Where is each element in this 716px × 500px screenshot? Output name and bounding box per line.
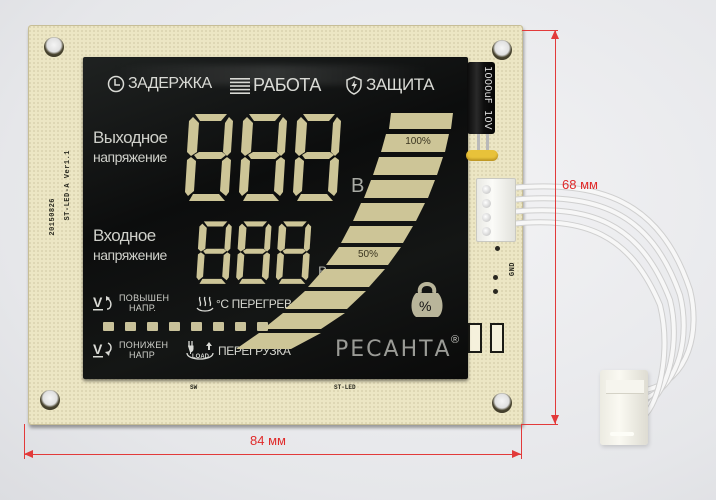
warning-high-voltage-line1: ПОВЫШЕН	[119, 293, 170, 303]
load-label-100: 100%	[405, 136, 431, 147]
warning-high-voltage-label: ПОВЫШЕН НАПР.	[119, 293, 169, 313]
lcd-display: ЗАДЕРЖКА РАБОТА ЗАЩИТА Выходное напряжен…	[83, 57, 468, 379]
connector-pin	[482, 213, 491, 222]
dimension-width-right-tick	[521, 424, 522, 459]
svg-text:%: %	[419, 298, 431, 314]
capacitor-lead	[477, 130, 480, 152]
dimension-width-label: 84 мм	[250, 433, 286, 448]
mounting-hole-top-right	[492, 40, 512, 60]
indicator-delay-label: ЗАДЕРЖКА	[128, 75, 212, 92]
output-voltage-label-line1: Выходное	[93, 128, 168, 147]
indicator-work-label: РАБОТА	[253, 75, 321, 95]
lcd-glare	[113, 65, 433, 85]
dimension-arrow-up-icon	[551, 30, 559, 39]
dimension-height-line	[555, 30, 556, 424]
warning-high-voltage: V ПОВЫШЕН НАПР.	[93, 293, 169, 313]
dimension-height-bottom-tick	[522, 424, 558, 425]
output-voltage-unit: В	[351, 175, 365, 197]
warning-low-voltage-line2: НАПР	[129, 350, 156, 360]
svg-text:LOAD: LOAD	[192, 354, 210, 360]
output-voltage-label: Выходное напряжение	[93, 127, 168, 166]
silkscreen-sw: SW	[190, 384, 198, 391]
heat-icon	[196, 296, 214, 312]
indicator-dot	[125, 322, 136, 331]
connector-pin	[482, 185, 491, 194]
warning-low-voltage-label: ПОНИЖЕН НАПР	[119, 340, 168, 360]
capacitor-label: 1000uF 10V	[469, 66, 493, 130]
voltage-up-icon: V	[93, 294, 112, 311]
mounting-hole-bottom-right	[492, 393, 512, 413]
indicator-work: РАБОТА	[230, 75, 321, 96]
warning-high-voltage-line2: НАПР.	[129, 303, 157, 313]
output-voltage-label-line2: напряжение	[93, 149, 167, 165]
clock-icon	[107, 75, 125, 93]
dimension-arrow-down-icon	[551, 415, 559, 424]
board-wire-connector	[476, 178, 516, 242]
indicator-dot	[147, 322, 158, 331]
capacitor-voltage: 10V	[482, 110, 493, 130]
plug-slot	[610, 432, 634, 436]
connector-pin	[482, 199, 491, 208]
input-voltage-label-line2: напряжение	[93, 247, 167, 263]
indicator-dot	[169, 322, 180, 331]
connector-pin	[482, 227, 491, 236]
input-voltage-label: Входное напряжение	[93, 225, 167, 264]
indicator-dot-row	[103, 322, 268, 331]
dimension-arrow-right-icon	[512, 450, 521, 458]
loose-wire-plug	[600, 370, 648, 445]
brand-logo: РЕСАНТА	[335, 337, 452, 362]
load-plug-icon: LOAD	[186, 341, 214, 360]
via	[493, 289, 498, 294]
indicator-protection-label: ЗАЩИТА	[366, 75, 434, 94]
indicator-protection: ЗАЩИТА	[345, 75, 434, 95]
mounting-hole-top-left	[44, 37, 64, 57]
load-bar-graph: 100% 50%	[83, 57, 468, 379]
dimension-height-label: 68 мм	[562, 177, 598, 192]
warning-low-voltage: V ПОНИЖЕН НАПР	[93, 340, 168, 360]
indicator-dot	[213, 322, 224, 331]
silkscreen-st-led: ST-LED	[334, 384, 356, 391]
dimension-width-line	[24, 454, 521, 455]
indicator-dot	[103, 322, 114, 331]
load-label-50: 50%	[357, 249, 378, 260]
dimension-arrow-left-icon	[24, 450, 33, 458]
via	[493, 275, 498, 280]
ceramic-capacitor	[466, 150, 498, 161]
smd-pad	[490, 323, 504, 353]
dimension-height-top-tick	[522, 30, 558, 31]
svg-text:V: V	[93, 341, 103, 357]
input-voltage-label-line1: Входное	[93, 226, 156, 245]
capacitor-lead	[486, 130, 489, 152]
electrolytic-capacitor	[467, 62, 495, 134]
mounting-hole-bottom-left	[40, 390, 60, 410]
via	[495, 246, 500, 251]
warning-low-voltage-line1: ПОНИЖЕН	[119, 340, 169, 350]
warning-overheat-label: °C ПЕРЕГРЕВ	[216, 297, 292, 311]
smd-pad	[468, 323, 482, 353]
svg-text:V: V	[93, 294, 103, 310]
voltage-down-icon: V	[93, 341, 112, 358]
kettlebell-percent-icon: %	[409, 279, 445, 319]
bars-icon	[230, 77, 250, 94]
warning-overheat: °C ПЕРЕГРЕВ	[195, 295, 292, 313]
indicator-dot	[191, 322, 202, 331]
indicator-dot	[257, 322, 268, 331]
brand-registered-mark: ®	[451, 334, 460, 346]
indicator-dot	[235, 322, 246, 331]
capacitor-capacitance: 1000uF	[482, 66, 493, 104]
plug-latch	[606, 380, 644, 394]
load-bar-segments	[236, 113, 453, 349]
indicator-delay: ЗАДЕРЖКА	[107, 75, 212, 93]
shield-bolt-icon	[346, 75, 362, 95]
dimension-width-left-tick	[24, 424, 25, 459]
